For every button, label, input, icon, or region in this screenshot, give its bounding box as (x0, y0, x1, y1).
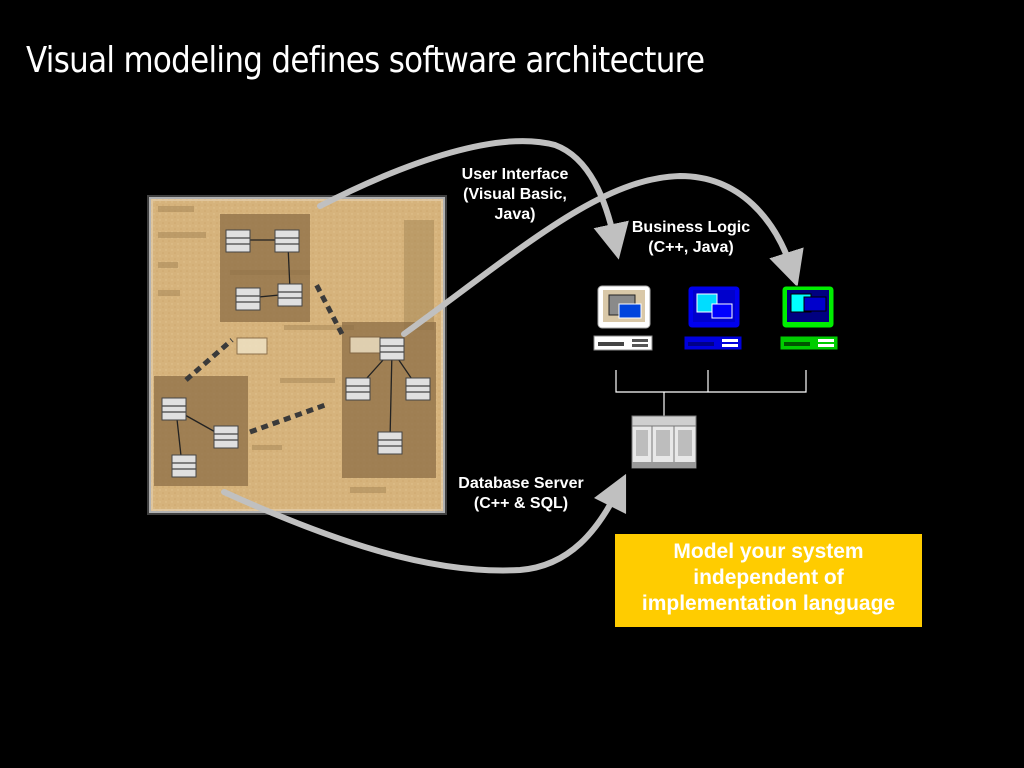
page-title: Visual modeling defines software archite… (26, 40, 705, 81)
curved-arrow-icon (221, 138, 804, 574)
workstation-icon (683, 285, 743, 351)
network-connector (615, 370, 807, 418)
callout-box: Model your system independent of impleme… (615, 534, 922, 627)
business-logic-label: Business Logic (C++, Java) (631, 219, 751, 256)
server-icon (631, 415, 697, 469)
model-diagram-image (147, 195, 447, 515)
workstation-icon (593, 285, 653, 351)
database-server-label: Database Server (C++ & SQL) (458, 475, 584, 512)
user-interface-label: User Interface (Visual Basic, Java) (461, 166, 569, 223)
workstation-icon (779, 285, 839, 351)
class-icon (161, 229, 431, 478)
